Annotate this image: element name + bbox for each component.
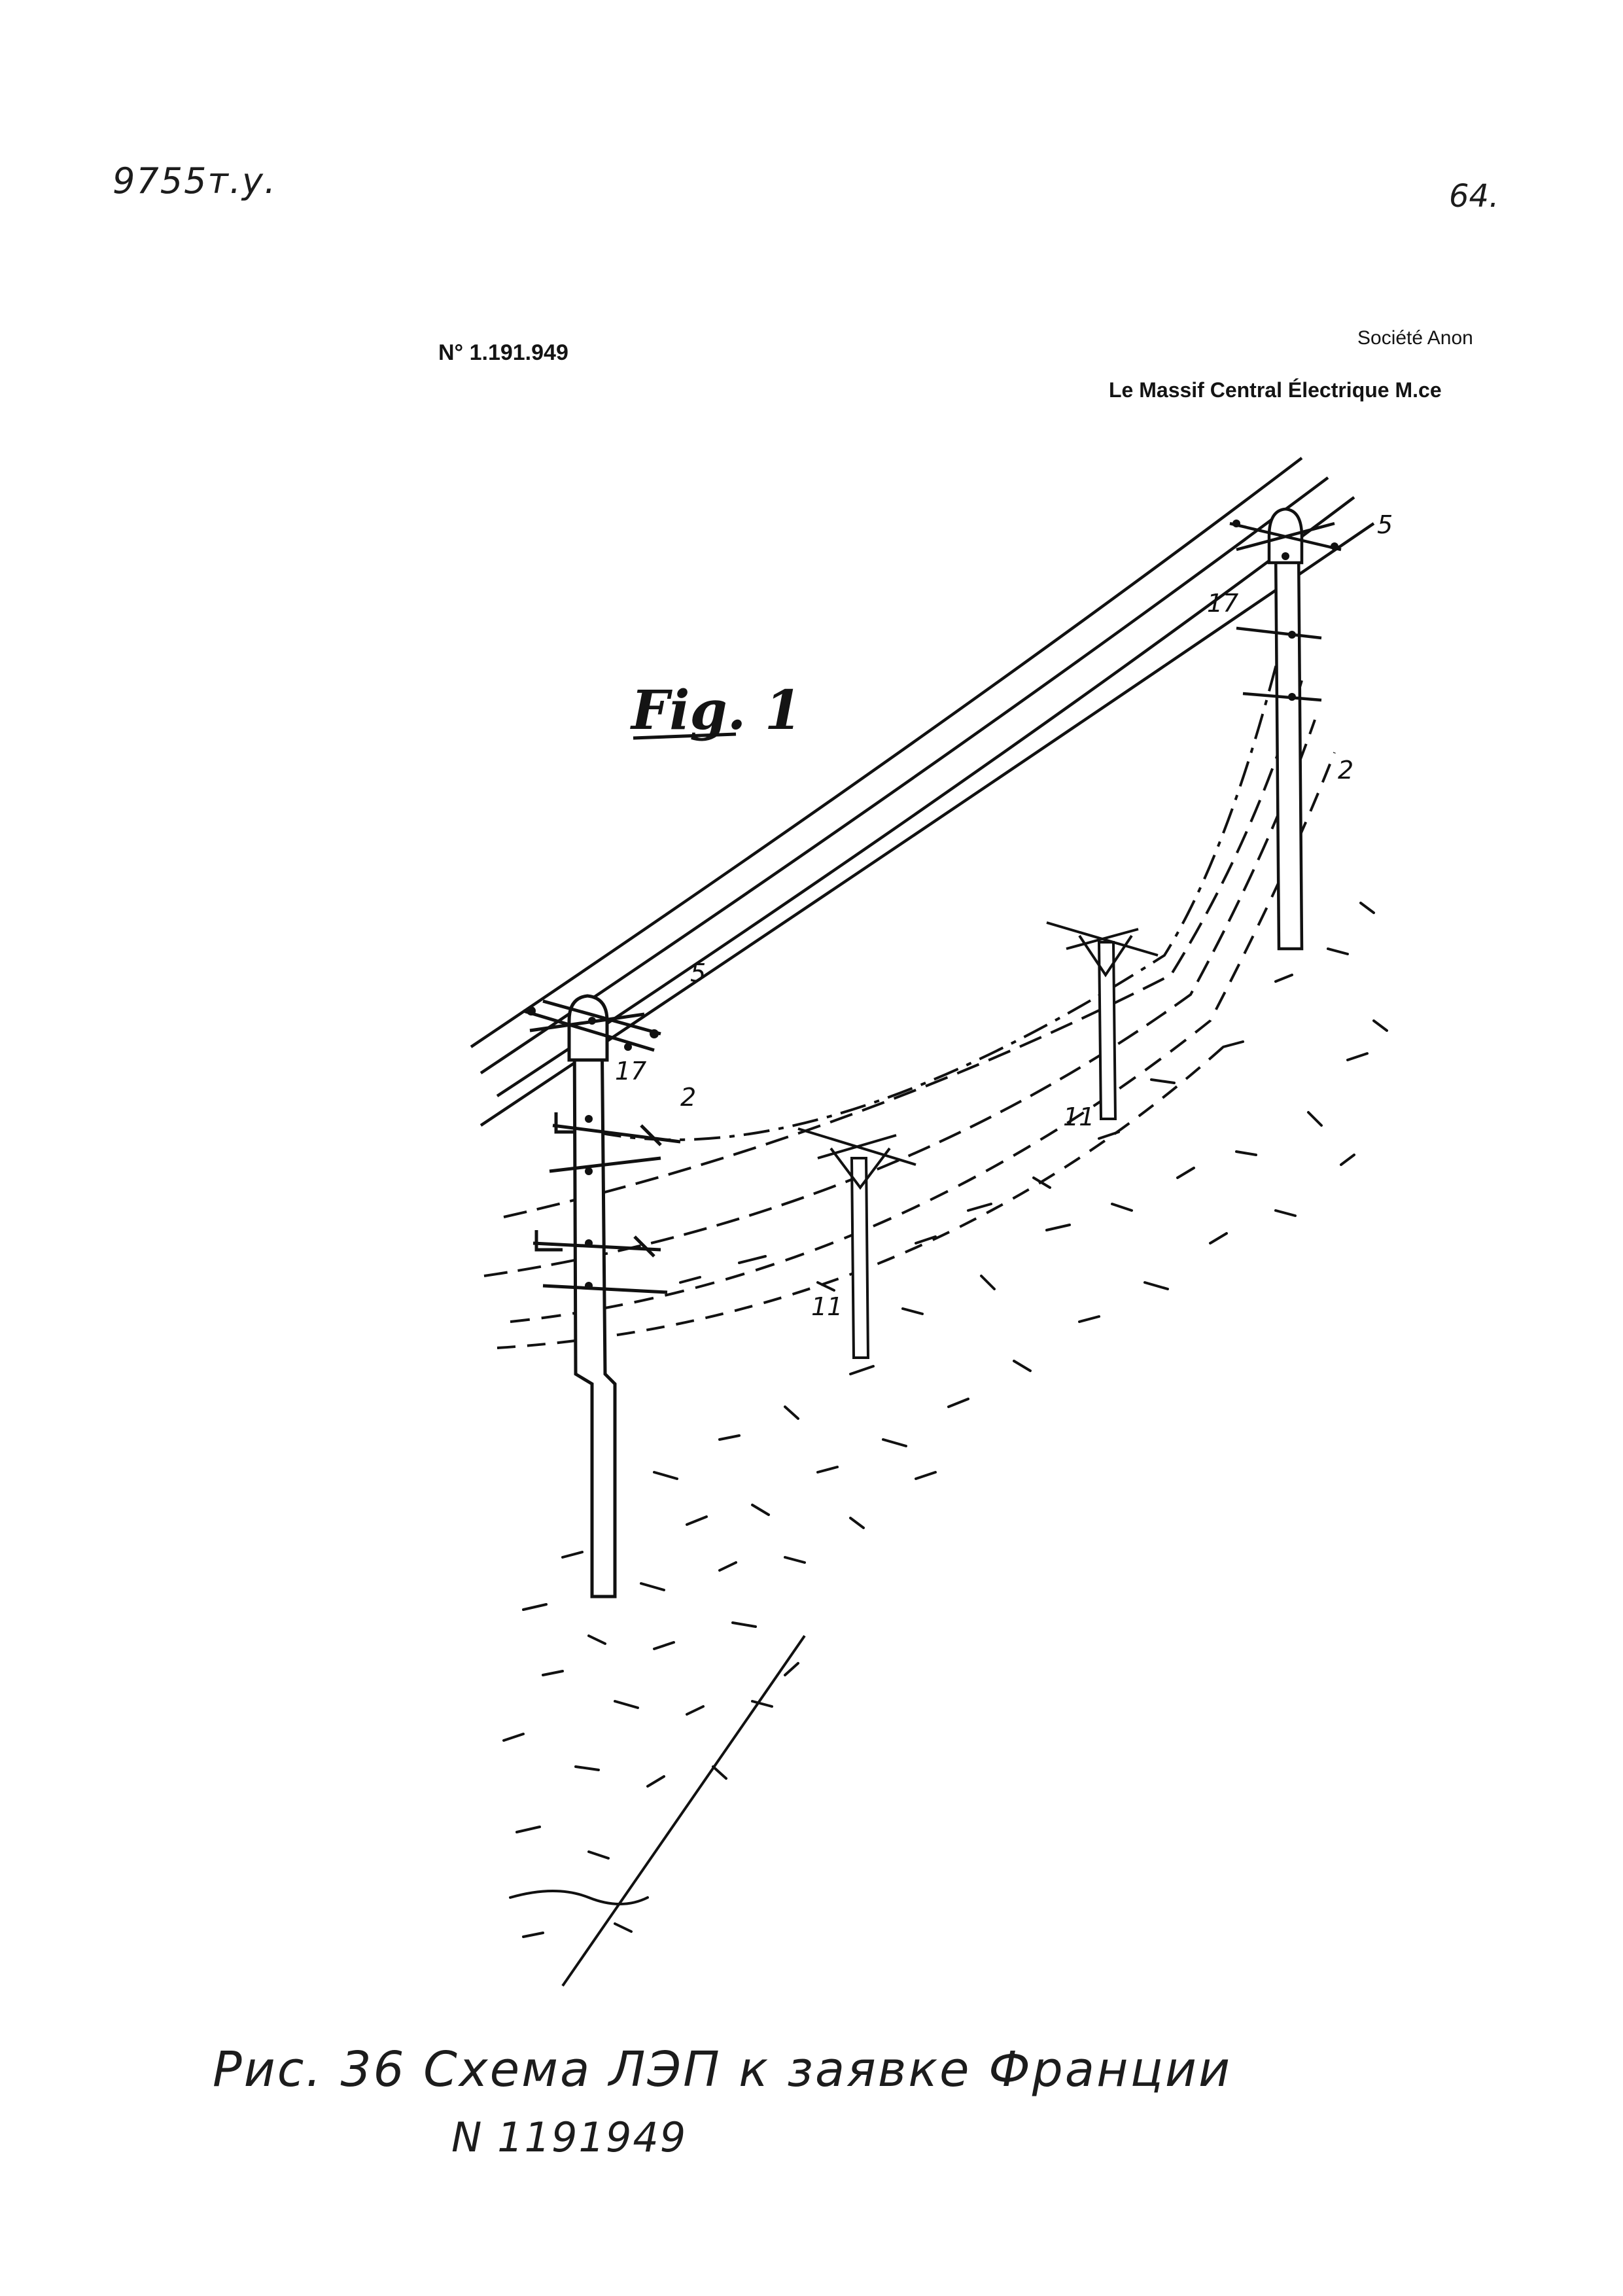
lower-conductors	[483, 641, 1336, 1349]
label-11-front: 11	[811, 1292, 843, 1321]
figure-title: Fig. 1	[631, 679, 802, 742]
back-pole	[1229, 507, 1342, 951]
label-2-top: 2	[1338, 756, 1353, 785]
archive-code: 9755т.у.	[113, 160, 277, 202]
middle-pole-back	[1046, 921, 1159, 1120]
fig-title-underline	[633, 732, 737, 740]
label-17-top: 17	[1207, 589, 1238, 618]
label-11-mid: 11	[1063, 1103, 1094, 1131]
label-2-front: 2	[680, 1083, 696, 1112]
middle-pole-front	[797, 1127, 916, 1359]
page-number: 64.	[1449, 178, 1499, 215]
label-5-front: 5	[690, 959, 706, 987]
back-insulators	[1232, 520, 1338, 701]
ground-line	[561, 1634, 806, 1987]
label-5-top: 5	[1377, 510, 1393, 539]
caption-line-2: N 1191949	[451, 2113, 688, 2161]
front-pole	[523, 994, 681, 1598]
applicant-line-2: Le Massif Central Électrique M.ce	[1109, 378, 1442, 402]
label-17-front: 17	[615, 1057, 646, 1086]
patent-number: N° 1.191.949	[438, 340, 568, 365]
front-insulators	[527, 1006, 659, 1290]
caption-line-1: Рис. 36 Схема ЛЭП к заявке Франции	[213, 2041, 1232, 2098]
applicant-line-1: Société Anon	[1357, 327, 1473, 349]
overhead-conductors	[470, 457, 1375, 1127]
ground-hatching	[502, 902, 1388, 1938]
